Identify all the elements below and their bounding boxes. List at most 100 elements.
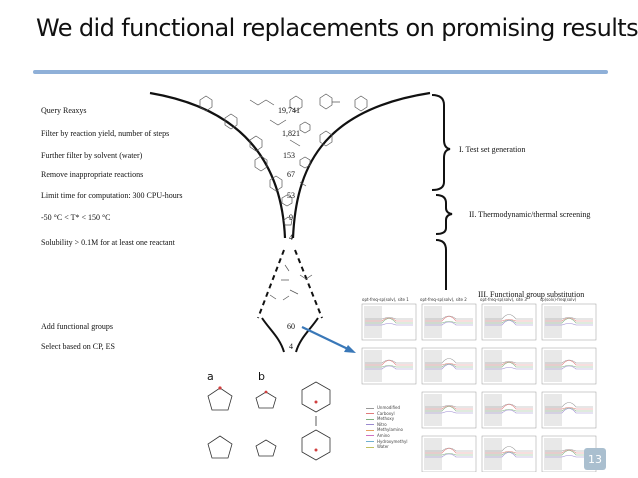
step-label-9: Select based on CP, ES [41, 342, 115, 351]
plot-curve [485, 403, 533, 408]
arrow-line [301, 326, 351, 351]
legend-item: Water [366, 444, 407, 450]
plot-curve [485, 320, 533, 326]
plot-curve [485, 451, 533, 454]
step-label-6: -50 °C < T* < 150 °C [41, 213, 111, 222]
bracket-phase-1 [431, 94, 451, 191]
plot-shade [484, 306, 502, 338]
legend-item: Nitro [366, 422, 407, 428]
plot-header-4: sp(solv)-freq(solv) [540, 297, 577, 302]
plot-curve [425, 406, 473, 412]
plot-header-2: opt-freq-sp(solv), site 2 [420, 297, 467, 302]
plot-curve [425, 453, 473, 456]
plot-shade [364, 306, 382, 338]
plot-curve [485, 367, 533, 370]
plot-curve [365, 318, 413, 324]
step-count-7: 4 [289, 233, 293, 242]
plot-curve [485, 361, 533, 364]
step-label-3: Further filter by solvent (water) [41, 151, 143, 160]
plot-curve [545, 449, 593, 454]
phase-3-label: III. Functional group substitution [478, 290, 585, 299]
molecule-cluster [199, 93, 368, 301]
plot-curve [425, 358, 473, 364]
plot-shade [424, 394, 442, 426]
plot-shade [484, 438, 502, 470]
plot-curve [485, 361, 533, 366]
plot-header-3: opt-freq-sp(solv), site 3 [480, 297, 527, 302]
legend-label: Amino [377, 432, 390, 438]
slide-title: We did functional replacements on promis… [36, 14, 638, 42]
plot-curve [545, 359, 593, 364]
plot-curve [485, 404, 533, 410]
plot-curve [545, 360, 593, 366]
plot-curve [425, 363, 473, 366]
legend-item: Hydroxymethyl [366, 439, 407, 445]
reaction-schemes [207, 381, 331, 461]
step-count-4: 67 [287, 170, 295, 179]
legend-swatch [366, 418, 374, 420]
plot-curve [545, 365, 593, 370]
legend-swatch [366, 413, 374, 415]
plot-curve [365, 365, 413, 370]
plot-shade [484, 394, 502, 426]
plot-curve [545, 317, 593, 320]
legend-label: Carboxyl [377, 410, 395, 416]
plot-shade [424, 350, 442, 382]
legend-label: Unmodified [377, 405, 400, 410]
legend-item: Methoxy [366, 416, 407, 422]
step-count-1: 19,741 [278, 106, 300, 115]
step-label-7: Solubility > 0.1M for at least one react… [41, 238, 175, 247]
plot-curve [485, 362, 533, 368]
legend-label: Methoxy [377, 416, 395, 422]
legend-item: Methylamino [366, 427, 407, 433]
plot-curve [365, 360, 413, 366]
bracket-phase-3 [435, 239, 447, 290]
plot-curve [425, 364, 473, 370]
plot-curve [545, 365, 593, 368]
title-divider [33, 70, 608, 74]
plot-curve [425, 363, 473, 368]
plot-curve [545, 318, 593, 324]
bracket-phase-2 [435, 194, 453, 235]
plot-curve [425, 447, 473, 452]
step-count-3: 153 [283, 151, 295, 160]
panel-a-label: a [207, 370, 214, 383]
plot-curve [425, 453, 473, 458]
plot-curve [425, 411, 473, 414]
plot-curve [365, 317, 413, 320]
plot-curve [425, 321, 473, 324]
phase-1-label: I. Test set generation [459, 145, 526, 154]
step-label-8: Add functional groups [41, 322, 113, 331]
plot-curve [485, 319, 533, 322]
plot-shade [364, 350, 382, 382]
plot-curve [485, 314, 533, 320]
step-count-5: 53 [287, 191, 295, 200]
plot-shade [544, 438, 562, 470]
plot-curve [545, 449, 593, 452]
plot-header-1: opt-freq-sp(solv), site 1 [362, 297, 409, 302]
plot-shade [484, 350, 502, 382]
plot-curve [425, 321, 473, 326]
legend-label: Methylamino [377, 427, 403, 433]
legend-label: Hydroxymethyl [377, 438, 408, 444]
step-label-4: Remove inappropriate reactions [41, 170, 144, 179]
legend-swatch [366, 407, 374, 409]
plot-curve [485, 409, 533, 414]
plot-curve [425, 315, 473, 320]
funnel-right-wall [291, 91, 431, 239]
plot-curve [365, 323, 413, 326]
plot-curve [485, 319, 533, 324]
legend-item: Carboxyl [366, 411, 407, 417]
legend-label: Nitro [377, 421, 387, 427]
arrow-head [344, 345, 356, 353]
page-number: 13 [584, 448, 606, 470]
step-label-1: Query Reaxys [41, 106, 87, 115]
plot-curve [485, 451, 533, 456]
plot-curve [545, 402, 593, 408]
plot-curve [545, 455, 593, 458]
plot-curve [545, 407, 593, 410]
step-count-6: 9 [289, 213, 293, 222]
plot-curve [425, 405, 473, 410]
plot-curve [365, 365, 413, 368]
